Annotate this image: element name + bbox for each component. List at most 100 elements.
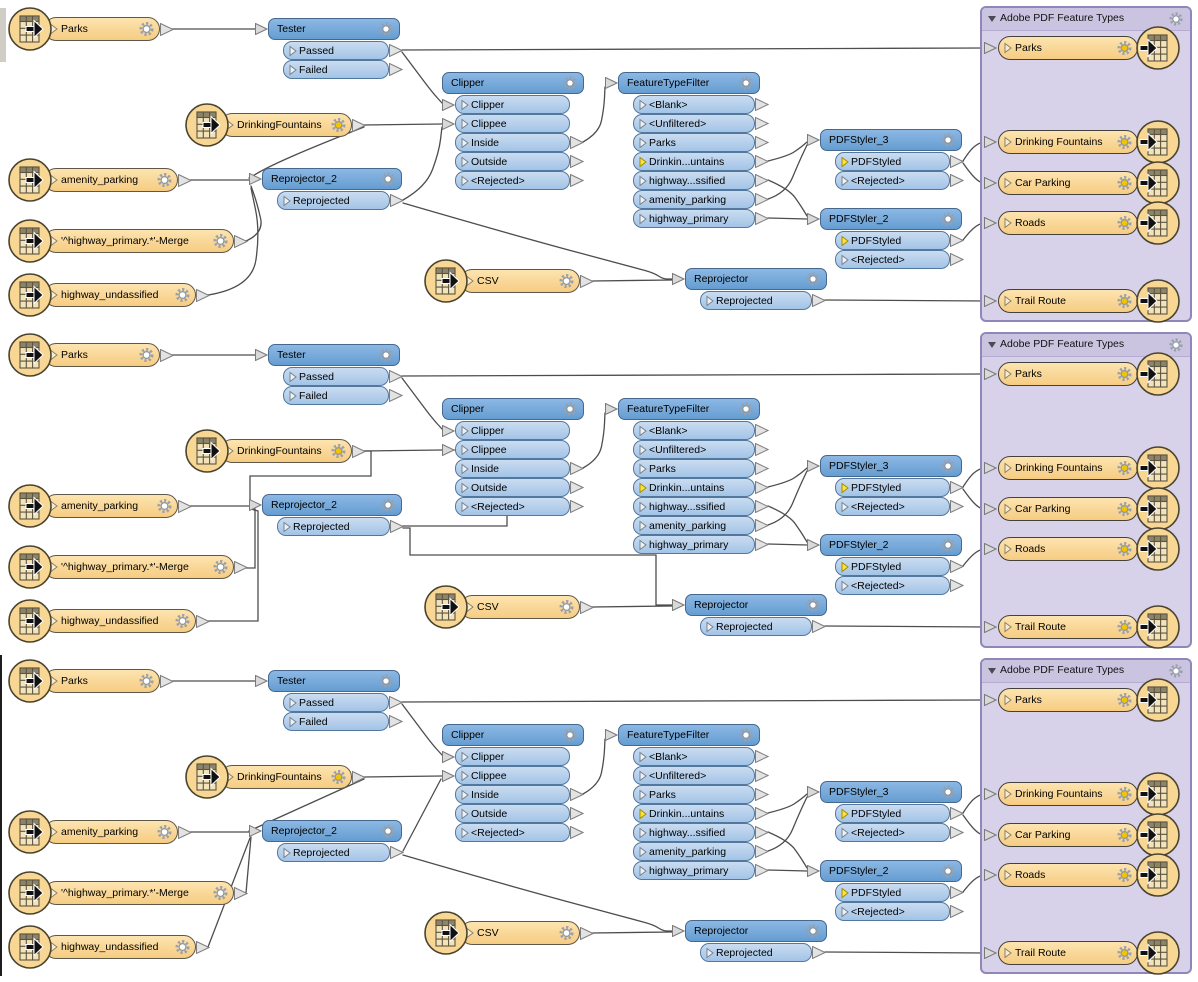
writer-feature-type-parks[interactable]: Parks [998, 362, 1138, 386]
transformer-pdfstyler-3[interactable]: PDFStyler_3 [820, 781, 962, 803]
connection-wire[interactable] [582, 738, 606, 795]
writer-feature-type-parks[interactable]: Parks [998, 688, 1138, 712]
output-port-triangle[interactable] [755, 117, 769, 130]
reader-feature-type-highway-undassified[interactable]: highway_undassified [44, 283, 196, 307]
connection-wire[interactable] [591, 931, 673, 934]
output-port-triangle[interactable] [570, 174, 584, 187]
input-port-triangle[interactable] [984, 42, 997, 54]
port-tester-out-1[interactable]: Failed [283, 712, 389, 731]
port-feature-type-filter-out-3[interactable]: Drinkin...untains [633, 804, 755, 823]
output-port-triangle[interactable] [755, 826, 769, 839]
writer-group-header[interactable]: Adobe PDF Feature Types [982, 8, 1190, 31]
output-port-triangle[interactable] [389, 715, 403, 728]
writer-feature-type-trail-route[interactable]: Trail Route [998, 615, 1138, 639]
input-port-triangle[interactable] [984, 368, 997, 380]
input-port-triangle[interactable] [672, 273, 685, 285]
transformer-reprojector[interactable]: Reprojector [685, 594, 827, 616]
port-feature-type-filter-out-4[interactable]: highway...ssified [633, 823, 755, 842]
settings-gear-icon[interactable] [156, 172, 173, 189]
input-port-triangle[interactable] [984, 947, 997, 959]
reader-table-icon[interactable] [7, 924, 53, 970]
output-port-triangle[interactable] [755, 155, 769, 168]
transformer-pdfstyler-2[interactable]: PDFStyler_2 [820, 860, 962, 882]
connection-wire[interactable] [767, 869, 808, 872]
reader-feature-type-drinking-fountains[interactable]: DrinkingFountains [220, 439, 352, 463]
writer-table-icon[interactable] [1135, 526, 1181, 572]
reader-table-icon[interactable] [7, 870, 53, 916]
writer-feature-type-trail-route[interactable]: Trail Route [998, 289, 1138, 313]
port-pdfstyler-2-out-0[interactable]: PDFStyled [835, 231, 950, 250]
reader-table-icon[interactable] [423, 258, 469, 304]
settings-gear-icon[interactable] [562, 75, 578, 91]
port-pdfstyler-2-out-0[interactable]: PDFStyled [835, 883, 950, 902]
settings-gear-icon[interactable] [1116, 134, 1133, 151]
port-feature-type-filter-out-0[interactable]: <Blank> [633, 747, 755, 766]
connection-wire[interactable] [363, 123, 443, 126]
input-port-triangle[interactable] [984, 621, 997, 633]
port-feature-type-filter-out-0[interactable]: <Blank> [633, 95, 755, 114]
connection-wire[interactable] [767, 831, 808, 869]
port-reprojector-2-out-0[interactable]: Reprojected [277, 843, 390, 862]
input-port-triangle[interactable] [807, 539, 820, 551]
input-port-triangle[interactable] [807, 786, 820, 798]
port-pdfstyler-2-out-0[interactable]: PDFStyled [835, 557, 950, 576]
port-clipper-out-2[interactable]: <Rejected> [455, 497, 570, 516]
writer-feature-type-parks[interactable]: Parks [998, 36, 1138, 60]
input-port-triangle[interactable] [442, 443, 455, 456]
input-port-triangle[interactable] [984, 869, 997, 881]
input-port-triangle[interactable] [984, 295, 997, 307]
port-feature-type-filter-out-0[interactable]: <Blank> [633, 421, 755, 440]
writer-feature-type-drinking-fountains[interactable]: Drinking Fountains [998, 456, 1138, 480]
output-port-triangle[interactable] [755, 481, 769, 494]
settings-gear-icon[interactable] [1168, 11, 1184, 27]
writer-feature-type-drinking-fountains[interactable]: Drinking Fountains [998, 782, 1138, 806]
settings-gear-icon[interactable] [1116, 215, 1133, 232]
connection-wire[interactable] [582, 86, 606, 143]
connection-wire[interactable] [401, 373, 986, 377]
input-port-triangle[interactable] [442, 750, 455, 763]
port-feature-type-filter-out-2[interactable]: Parks [633, 133, 755, 152]
input-port-triangle[interactable] [984, 829, 997, 841]
input-port-triangle[interactable] [984, 462, 997, 474]
port-feature-type-filter-out-5[interactable]: amenity_parking [633, 190, 755, 209]
connection-wire[interactable] [402, 527, 673, 606]
output-port-triangle[interactable] [352, 118, 366, 132]
transformer-tester[interactable]: Tester [268, 18, 400, 40]
port-pdfstyler-3-out-1[interactable]: <Rejected> [835, 497, 950, 516]
reader-feature-type-csv[interactable]: CSV [460, 595, 580, 619]
output-port-triangle[interactable] [755, 424, 769, 437]
connection-wire[interactable] [582, 412, 606, 469]
output-port-triangle[interactable] [178, 825, 192, 839]
settings-gear-icon[interactable] [562, 401, 578, 417]
output-port-triangle[interactable] [389, 44, 403, 57]
port-clipper-out-0[interactable]: Inside [455, 785, 570, 804]
input-port-triangle[interactable] [442, 424, 455, 437]
output-port-triangle[interactable] [196, 940, 210, 954]
output-port-triangle[interactable] [755, 462, 769, 475]
output-port-triangle[interactable] [755, 845, 769, 858]
reader-table-icon[interactable] [7, 218, 53, 264]
port-pdfstyler-3-out-0[interactable]: PDFStyled [835, 804, 950, 823]
reader-feature-type-highway-primary-merge[interactable]: '^highway_primary.*'-Merge [44, 229, 234, 253]
writer-feature-type-roads[interactable]: Roads [998, 537, 1138, 561]
port-pdfstyler-2-out-1[interactable]: <Rejected> [835, 902, 950, 921]
writer-feature-type-drinking-fountains[interactable]: Drinking Fountains [998, 130, 1138, 154]
connection-wire[interactable] [402, 778, 442, 852]
output-port-triangle[interactable] [234, 560, 248, 574]
port-pdfstyler-3-out-1[interactable]: <Rejected> [835, 823, 950, 842]
transformer-feature-type-filter[interactable]: FeatureTypeFilter [618, 724, 760, 746]
reader-table-icon[interactable] [7, 332, 53, 378]
input-port-triangle[interactable] [807, 460, 820, 472]
output-port-triangle[interactable] [234, 234, 248, 248]
connection-wire[interactable] [207, 187, 259, 296]
connection-wire[interactable] [767, 796, 808, 852]
reader-table-icon[interactable] [423, 910, 469, 956]
settings-gear-icon[interactable] [174, 939, 191, 956]
input-port-triangle[interactable] [984, 217, 997, 229]
writer-group-header[interactable]: Adobe PDF Feature Types [982, 660, 1190, 683]
connection-wire[interactable] [363, 775, 443, 778]
port-tester-out-0[interactable]: Passed [283, 693, 389, 712]
reader-feature-type-csv[interactable]: CSV [460, 269, 580, 293]
output-port-triangle[interactable] [950, 807, 964, 820]
settings-gear-icon[interactable] [805, 923, 821, 939]
